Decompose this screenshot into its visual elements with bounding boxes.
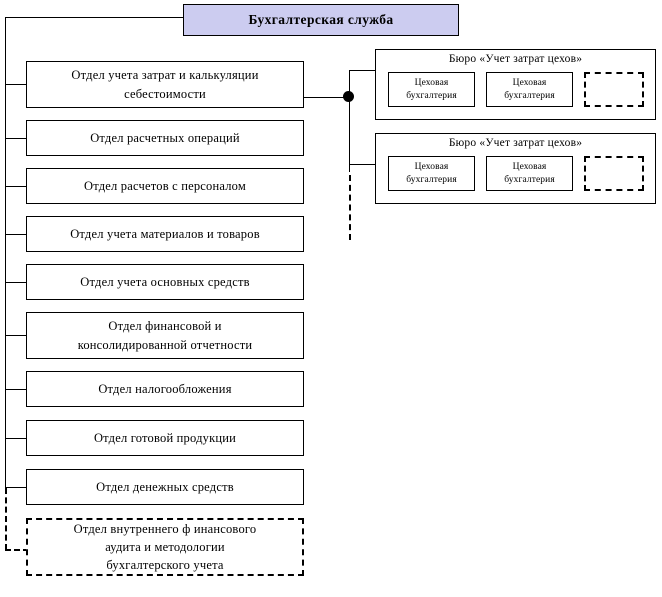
department-label-9: Отдел денежных средств <box>96 479 234 494</box>
connector-bureau-riser-dashed <box>349 175 351 240</box>
department-box-1[interactable]: Отдел учета затрат и калькуляции себесто… <box>26 61 304 108</box>
department-box-2[interactable]: Отдел расчетных операций <box>26 120 304 156</box>
connector-branch-1 <box>5 84 27 85</box>
department-label-5: Отдел учета основных средств <box>80 274 250 289</box>
bureau-panel-2: Бюро «Учет затрат цехов» Цеховая бухгалт… <box>375 133 656 204</box>
department-label-1: Отдел учета затрат и калькуляции себесто… <box>71 68 259 101</box>
bureau-title-1: Бюро «Учет затрат цехов» <box>448 53 583 65</box>
department-box-7[interactable]: Отдел налогообложения <box>26 371 304 407</box>
department-label-4: Отдел учета материалов и товаров <box>70 226 260 241</box>
shop-accounting-label-2-2: Цеховая бухгалтерия <box>504 161 555 185</box>
shop-accounting-box-2-1[interactable]: Цеховая бухгалтерия <box>388 156 475 191</box>
shop-accounting-box-1-2[interactable]: Цеховая бухгалтерия <box>486 72 573 107</box>
department-label-6: Отдел финансовой и консолидированной отч… <box>77 319 253 352</box>
root-node-label: Бухгалтерская служба <box>248 12 394 28</box>
bureau-panel-1: Бюро «Учет затрат цехов» Цеховая бухгалт… <box>375 49 656 120</box>
department-box-5[interactable]: Отдел учета основных средств <box>26 264 304 300</box>
connector-main-spine <box>5 17 6 488</box>
department-label-2: Отдел расчетных операций <box>90 130 240 145</box>
department-label-3: Отдел расчетов с персоналом <box>84 178 246 193</box>
connector-branch-2 <box>5 138 27 139</box>
bureau-title-2: Бюро «Учет затрат цехов» <box>448 137 583 149</box>
shop-accounting-label-2-1: Цеховая бухгалтерия <box>406 161 457 185</box>
department-box-8[interactable]: Отдел готовой продукции <box>26 420 304 456</box>
connector-root-horizontal <box>5 17 183 18</box>
shop-accounting-label-1-1: Цеховая бухгалтерия <box>406 77 457 101</box>
connector-bureau-2-stub <box>349 164 376 165</box>
connector-bureau-1-stub <box>349 70 376 71</box>
department-box-9[interactable]: Отдел денежных средств <box>26 469 304 505</box>
connector-branch-4 <box>5 234 27 235</box>
shop-accounting-box-1-3-placeholder[interactable] <box>584 72 644 107</box>
department-label-8: Отдел готовой продукции <box>93 430 237 445</box>
junction-dot <box>343 91 354 102</box>
connector-branch-8 <box>5 438 27 439</box>
department-box-6[interactable]: Отдел финансовой и консолидированной отч… <box>26 312 304 359</box>
department-box-4[interactable]: Отдел учета материалов и товаров <box>26 216 304 252</box>
connector-main-spine-dashed <box>5 488 7 550</box>
connector-branch-5 <box>5 282 27 283</box>
shop-accounting-label-1-2: Цеховая бухгалтерия <box>504 77 555 101</box>
department-label-10: Отдел внутреннего ф инансового аудита и … <box>73 521 257 573</box>
connector-branch-9 <box>5 487 27 488</box>
department-label-7: Отдел налогообложения <box>98 381 232 396</box>
shop-accounting-box-1-1[interactable]: Цеховая бухгалтерия <box>388 72 475 107</box>
connector-branch-dashed-audit <box>5 549 29 551</box>
connector-dept1-to-junction <box>303 97 350 98</box>
department-box-10-internal-audit[interactable]: Отдел внутреннего ф инансового аудита и … <box>26 518 304 576</box>
connector-branch-3 <box>5 186 27 187</box>
shop-accounting-box-2-2[interactable]: Цеховая бухгалтерия <box>486 156 573 191</box>
connector-branch-6 <box>5 335 27 336</box>
root-node-accounting-service: Бухгалтерская служба <box>183 4 459 36</box>
shop-accounting-box-2-3-placeholder[interactable] <box>584 156 644 191</box>
connector-branch-7 <box>5 389 27 390</box>
connector-bureau-riser <box>349 70 350 172</box>
department-box-3[interactable]: Отдел расчетов с персоналом <box>26 168 304 204</box>
